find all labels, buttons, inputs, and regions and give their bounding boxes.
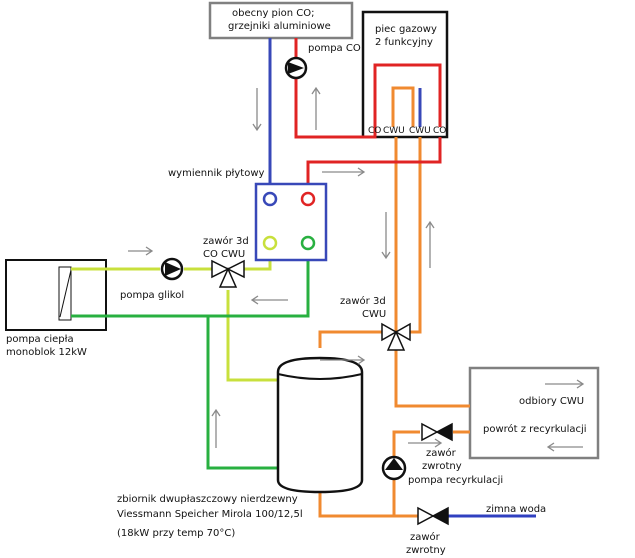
boiler-port-cwu-left: CWU: [383, 126, 405, 136]
exchanger-port-glycol-return: [300, 235, 316, 251]
valve-cwu-label-line1: zawór 3d: [340, 295, 386, 307]
consumers-label: odbiory CWU: [519, 396, 584, 407]
boiler-label-line1: piec gazowy: [375, 24, 437, 35]
glycol-return-pipes: [71, 248, 310, 470]
heat-pump-inner-slash: [59, 269, 72, 318]
boiler-port-cwu-right: CWU: [409, 126, 431, 136]
boiler-port-co-right: CO: [433, 126, 446, 136]
co-supply-pipes: [294, 38, 442, 190]
exchanger-port-co-supply: [300, 191, 316, 207]
co-return-pipes: [268, 38, 422, 190]
check-valve-2-label-line1: zawór: [410, 531, 441, 543]
tank-label-line2: Viessmann Speicher Mirola 100/12,5l: [117, 509, 303, 520]
flow-arrows: [128, 86, 585, 452]
check-valve-cold-water-icon: [417, 506, 449, 526]
valve-cwu-label-line2: CWU: [362, 309, 386, 320]
boiler-box: [361, 10, 449, 139]
check-valve-1-label-line2: zwrotny: [422, 461, 462, 472]
heat-pump-label-line1: pompa ciepła: [6, 334, 74, 345]
storage-tank: [276, 356, 364, 494]
heat-pump-label-line2: monoblok 12kW: [6, 347, 87, 358]
radiators-label-line1: obecny pion CO;: [232, 8, 315, 19]
exchanger-label: wymiennik płytowy: [168, 168, 265, 179]
exchanger-port-glycol-supply: [262, 235, 278, 251]
cwu-pipes: [318, 86, 470, 518]
boiler-label-line2: 2 funkcyjny: [375, 37, 433, 48]
pump-co-icon: [284, 56, 308, 80]
tank-label-line3: (18kW przy temp 70°C): [117, 528, 235, 539]
pump-glycol-icon: [160, 257, 184, 281]
pump-recirculation-icon: [381, 455, 407, 481]
heat-pump-box: [5, 259, 107, 331]
pump-glycol-label: pompa glikol: [120, 290, 184, 301]
exchanger-port-co-return: [262, 191, 278, 207]
consumers-box: [468, 366, 600, 460]
three-way-valve-co-cwu-icon: [211, 259, 245, 288]
radiators-box: [208, 1, 354, 40]
three-way-valve-cwu-icon: [381, 322, 411, 351]
cold-water-label: zimna woda: [486, 504, 546, 515]
check-valve-2-label-line2: zwrotny: [406, 545, 446, 556]
recirculation-return-label: powrót z recyrkulacji: [483, 423, 587, 435]
valve-co-cwu-label-line2: CO CWU: [203, 249, 245, 260]
pump-co-label: pompa CO: [308, 43, 361, 54]
check-valve-recirculation-icon: [421, 422, 453, 442]
radiators-label-line2: grzejniki aluminiowe: [228, 21, 331, 32]
pump-recirculation-label: pompa recyrkulacji: [408, 475, 503, 486]
check-valve-1-label-line1: zawór: [426, 447, 457, 459]
tank-label-line1: zbiornik dwupłaszczowy nierdzewny: [117, 494, 298, 505]
boiler-port-co-left: CO: [368, 126, 381, 136]
valve-co-cwu-label-line1: zawór 3d: [203, 235, 249, 247]
